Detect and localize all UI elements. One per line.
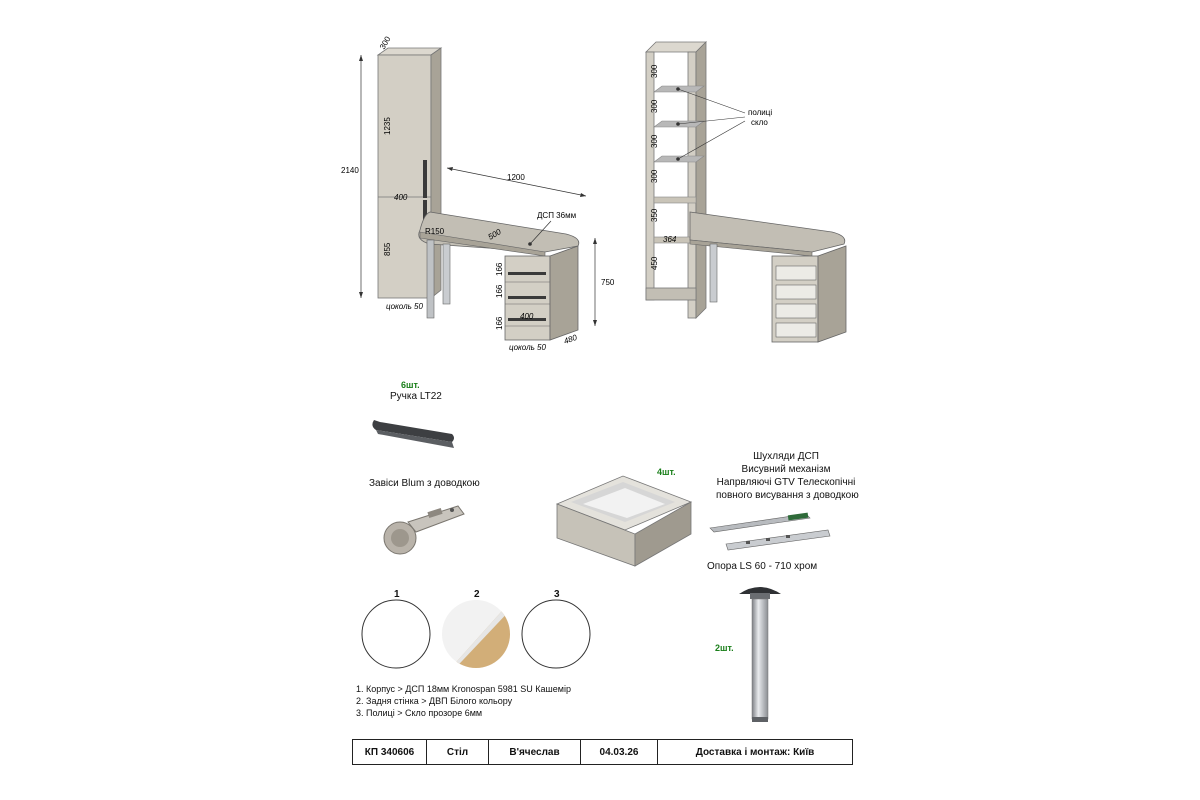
leg-name: Опора LS 60 - 710 хром [707,561,818,572]
drawer-spec-line-1: Шухляди ДСП [753,451,819,462]
open-drawer [775,303,817,319]
shelf-inner-width: 364 [663,235,677,244]
handle-quantity: 6шт. [401,380,420,390]
desk-drawing-closed: 300 2140 1235 400 855 цоколь 50 1200 ДСП… [341,34,615,352]
dim-desk-height: 750 [601,278,615,287]
dim-plinth-left: цоколь 50 [386,302,423,311]
swatch-body [361,599,431,669]
material-line-1: 1. Корпус > ДСП 18мм Kronospan 5981 SU К… [356,684,571,694]
dim-cabinet-width: 400 [394,193,408,202]
shelf-label-line-2: скло [751,118,768,127]
shelf-back-side [695,41,707,319]
dim-desk-material: ДСП 36мм [537,211,576,220]
handle-name: Ручка LT22 [390,391,442,402]
shelf-spacing-2: 300 [650,99,659,113]
dim-drawer-height-2: 166 [495,284,504,298]
shelf-plinth [645,287,697,301]
material-line-3: 3. Полиці > Скло прозоре 6мм [356,708,483,718]
drawer-handle [508,296,546,299]
desk-leg [709,243,718,303]
dim-corner-radius: R150 [425,227,445,236]
shelf-leader [677,88,746,114]
drawer-unit-side [817,245,847,343]
title-block: КП 340606 Стіл В'ячеслав 04.03.26 Достав… [352,739,853,765]
leg-quantity: 2шт. [715,643,734,653]
drawer-handle [508,318,546,321]
drawer-spec-line-4: повного висування з доводкою [716,490,859,501]
material-swatches [361,599,591,669]
desk-leg-back [442,243,451,305]
cabinet-front [377,54,432,299]
drawer-quantity: 4шт. [657,467,676,477]
dim-upper-door: 1235 [383,117,392,135]
shelf-spacing-1: 300 [650,64,659,78]
open-drawer [775,322,817,338]
swatch-number-3: 3 [554,589,560,600]
drawer-spec-line-2: Висувний механізм [741,464,831,475]
swatch-number-2: 2 [474,589,480,600]
length-dim-line [446,167,587,197]
swatch-back-panel [442,600,510,668]
dim-desk-length: 1200 [507,173,525,182]
shelf-leader [677,120,746,160]
cabinet-top [376,47,443,56]
hinge-name: Завіси Blum з доводкою [369,478,480,489]
drawer-image [555,475,693,567]
dim-drawer-height-3: 166 [495,316,504,330]
delivery-info: Доставка і монтаж: Київ [657,739,853,765]
item-name: Стіл [426,739,489,765]
shelf-spacing-3: 300 [650,134,659,148]
fixed-shelf [653,196,697,204]
order-date: 04.03.26 [580,739,658,765]
drawer-runner-image [709,512,831,551]
swatch-glass [521,599,591,669]
swatch-number-1: 1 [394,589,400,600]
desk-drawing-open: 300 300 300 300 350 450 364 полиці скло [645,41,847,343]
order-number: КП 340606 [352,739,427,765]
material-line-2: 2. Задня стінка > ДВП Білого кольору [356,696,513,706]
shelf-leader [677,116,746,125]
drawer-spec-line-3: Напрвляючі GTV Телескопічні [716,477,856,488]
drawer-handle [508,272,546,275]
open-drawer [775,265,817,281]
dim-lower-door: 855 [383,242,392,256]
hinge-image [383,505,465,555]
dim-drawer-height-1: 166 [495,262,504,276]
handle-image [372,420,454,448]
dim-drawer-unit-depth: 480 [563,333,579,346]
client-name: В'ячеслав [488,739,581,765]
shelf-spacing-4: 300 [650,169,659,183]
leg-image [739,587,781,722]
drawer-unit-side [549,245,579,341]
dim-total-height: 2140 [341,166,359,175]
dim-plinth-right: цоколь 50 [509,343,546,352]
open-drawer [775,284,817,300]
desk-top [689,211,846,253]
desk-leg-front [426,239,435,319]
shelf-spacing-6: 450 [650,256,659,270]
door-handle-upper [423,160,427,198]
material-leader [529,220,552,245]
shelf-label-line-1: полиці [748,108,772,117]
dim-drawer-width: 400 [520,312,534,321]
drawer-spec: Шухляди ДСП Висувний механізм Напрвляючі… [716,450,859,502]
shelf-spacing-5: 350 [650,208,659,222]
